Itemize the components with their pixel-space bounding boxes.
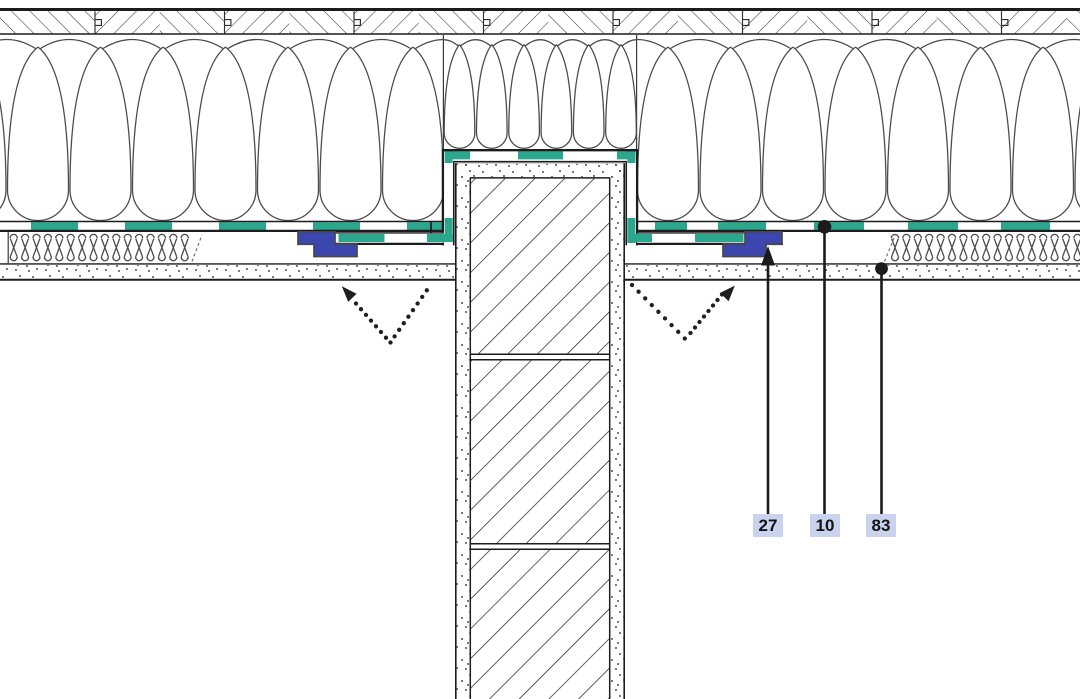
airtight-membrane-ceiling-right <box>636 220 1080 233</box>
insulation-break-line <box>883 234 897 262</box>
airflow-arrow-right <box>629 282 735 341</box>
board-joints <box>94 11 1009 34</box>
interior-wall <box>454 163 626 699</box>
arrowhead-up-right-icon <box>720 285 735 302</box>
arrowhead-up-left-icon <box>341 286 357 302</box>
roof-boarding <box>0 8 1080 35</box>
callout-label-10: 10 <box>810 514 840 537</box>
callout-label-27: 27 <box>753 514 783 537</box>
batten-insulation-right <box>890 233 1080 262</box>
airtight-membrane-wall-wrap <box>441 149 639 246</box>
insulation-batts-right <box>636 38 1080 222</box>
insulation-batts-left <box>0 38 444 222</box>
callout-label-83: 83 <box>866 514 896 537</box>
wall-masonry <box>471 178 609 699</box>
wall-plaster-top <box>456 163 625 178</box>
callout-leader-1 <box>761 246 775 514</box>
callout-leader-2 <box>817 220 832 514</box>
batten-insulation-left <box>7 231 203 264</box>
membrane-clamp-left <box>297 230 358 258</box>
airflow-arrow-left <box>341 286 429 345</box>
wall-plaster-right <box>610 163 624 699</box>
interior-lining-left <box>0 263 456 281</box>
wall-plaster-left <box>456 163 470 699</box>
callout-leader-3 <box>875 262 888 514</box>
insulation-batts-above-wall <box>443 39 637 149</box>
membrane-clamp-right <box>722 230 783 258</box>
airtight-membrane-ceiling-left <box>0 220 444 233</box>
interior-lining-right <box>624 263 1080 281</box>
